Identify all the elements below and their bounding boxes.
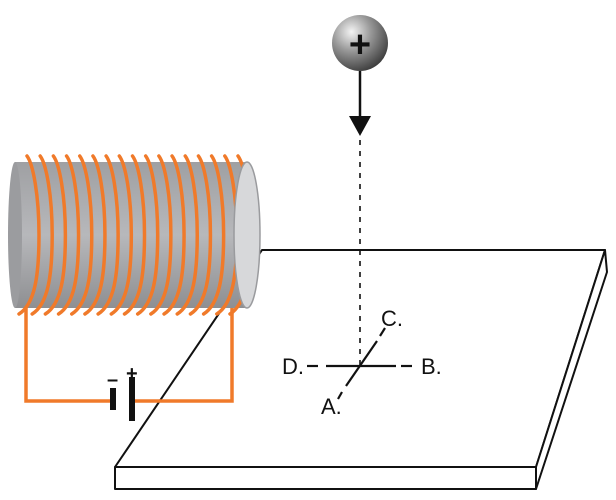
coil-turn (149, 154, 173, 316)
moving-charge: + (332, 15, 388, 366)
battery-positive-sign: + (126, 363, 138, 385)
coil-turn (135, 154, 160, 316)
coil-turn (17, 154, 41, 316)
circuit-wire (24, 298, 234, 403)
solenoid-core-left-end (8, 162, 22, 308)
coil-turn (30, 154, 54, 316)
coil-turn (109, 154, 134, 316)
label-point-b: B. (421, 354, 442, 379)
coil-turn (43, 154, 68, 316)
wire-left-lead (24, 298, 112, 403)
coil-turn (83, 154, 107, 316)
solenoid-core-right-end (233, 161, 261, 309)
coil-turn (70, 154, 94, 316)
dash-toward-a (337, 391, 343, 400)
battery-negative-plate (110, 388, 116, 410)
dash-toward-c (379, 327, 386, 337)
positive-charge-sign: + (349, 24, 371, 66)
coil-turn (162, 154, 186, 316)
wire-right-lead (135, 304, 234, 403)
battery-positive-plate (129, 377, 135, 421)
positive-charge-sphere (332, 15, 388, 71)
coil-turn (201, 154, 226, 316)
direction-line-a-c (345, 340, 378, 387)
label-point-d: D. (282, 354, 304, 379)
coil-turn (122, 154, 147, 316)
coil-turn (175, 154, 200, 316)
plate-front-edge (114, 466, 537, 490)
battery-negative-sign: – (107, 369, 118, 391)
plate-side-edge (535, 249, 608, 490)
coil-turn (188, 154, 213, 316)
label-point-c: C. (381, 306, 403, 331)
velocity-arrow-head (349, 116, 371, 136)
coil-turn (96, 154, 120, 316)
battery: – + (107, 363, 138, 421)
direction-indicator: C. B. D. A. (282, 306, 442, 419)
solenoid (8, 154, 261, 316)
label-point-a: A. (321, 394, 342, 419)
coil-turn (56, 154, 81, 316)
